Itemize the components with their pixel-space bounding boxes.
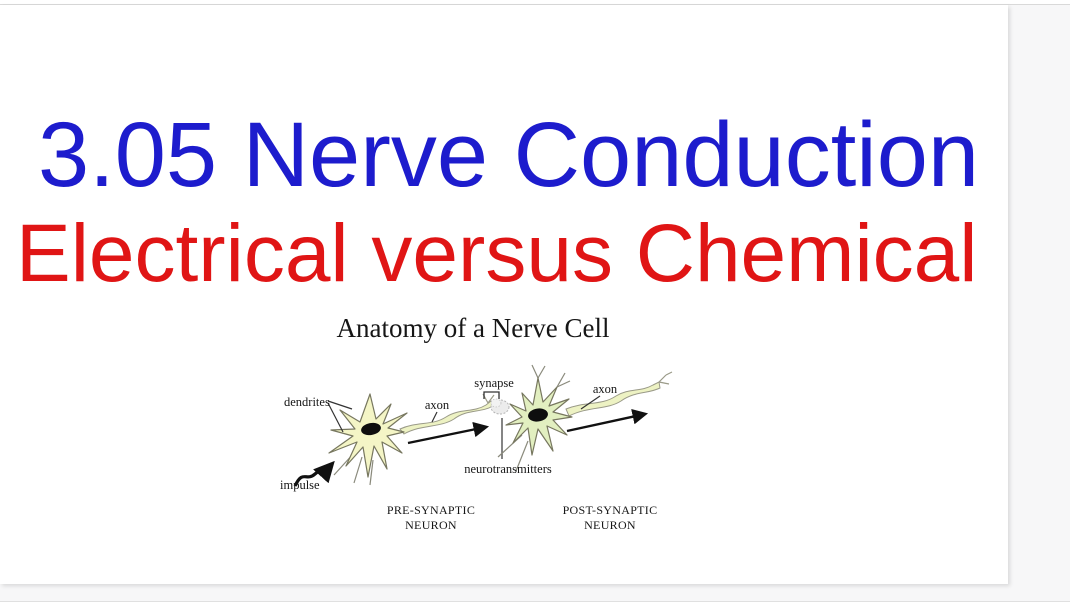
pre-nucleus [361,422,381,436]
figure-heading: Anatomy of a Nerve Cell [337,313,610,343]
synapse-label: synapse [474,376,514,390]
synapse-cloud [490,398,510,415]
slide-canvas[interactable]: 3.05 Nerve Conduction Electrical versus … [0,5,1008,584]
window-top-edge [0,0,1070,5]
slide-title: 3.05 Nerve Conduction [38,104,980,206]
axon-left-label: axon [425,398,450,412]
dendrites-label: dendrites [284,395,330,409]
pre-synaptic-neuron [328,393,495,486]
dendrites-pointer-line-1 [327,400,353,410]
post-synaptic-neuron [497,364,673,472]
impulse-direction-arrow-right [566,409,649,433]
impulse-label: impulse [280,478,320,492]
post-synaptic-label-line2: NEURON [584,518,636,532]
impulse-direction-arrow-left [407,421,490,445]
dendrites-pointer-line-2 [327,402,344,433]
post-synaptic-label-line1: POST-SYNAPTIC [563,503,658,517]
axon-right-pointer-line [580,395,601,410]
nerve-cell-figure: Anatomy of a Nerve Cell [280,313,673,532]
slide-subtitle: Electrical versus Chemical [16,208,978,299]
neurotransmitters-label: neurotransmitters [464,462,552,476]
axon-left-pointer-line [431,411,438,423]
pre-cell-body [328,393,408,478]
pre-synaptic-label-line2: NEURON [405,518,457,532]
axon-right-label: axon [593,382,618,396]
impulse-squiggle-arrow [293,460,335,487]
post-nucleus [528,408,548,422]
post-axon [565,381,661,417]
pre-synaptic-label-line1: PRE-SYNAPTIC [387,503,475,517]
synapse-bracket [483,391,500,399]
